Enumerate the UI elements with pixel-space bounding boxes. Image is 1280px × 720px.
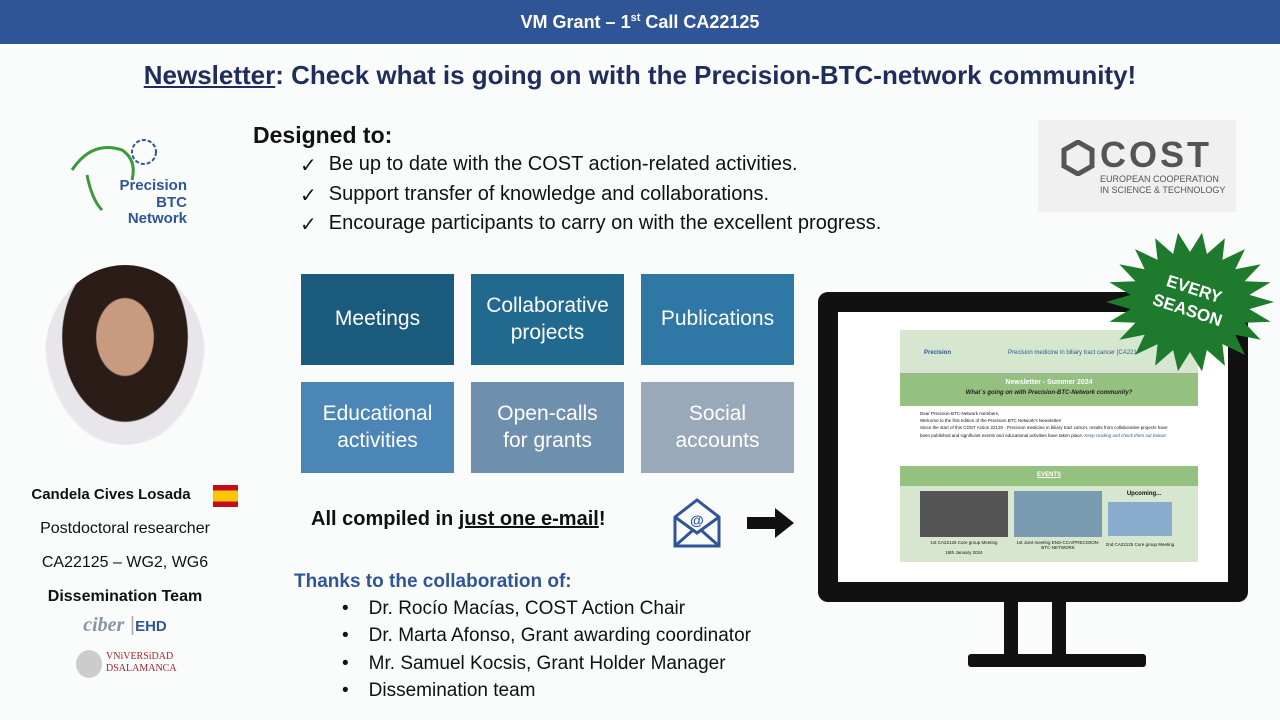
- spain-flag-icon: [213, 485, 238, 507]
- check-icon: ✓: [300, 214, 317, 236]
- compiled-text: All compiled in just one e-mail!: [311, 508, 606, 530]
- goal-item: ✓Encourage participants to carry on with…: [300, 212, 882, 236]
- title-bar: VM Grant – 1st Call CA22125: [0, 0, 1280, 44]
- person-role: Postdoctoral researcher: [40, 520, 210, 537]
- goal-item: ✓Be up to date with the COST action-rela…: [300, 153, 798, 177]
- title: VM Grant – 1st Call CA22125: [520, 11, 760, 32]
- profile-photo: [45, 265, 205, 445]
- svg-text:@: @: [690, 512, 704, 528]
- check-icon: ✓: [300, 155, 317, 177]
- headline: Newsletter: Check what is going on with …: [143, 60, 1137, 90]
- designed-heading: Designed to:: [253, 122, 393, 148]
- arrow-right-icon: [747, 508, 794, 538]
- ack-item: •Dr. Marta Afonso, Grant awarding coordi…: [342, 625, 751, 646]
- person-team: Dissemination Team: [47, 588, 203, 605]
- tile-publications: Publications: [641, 274, 794, 365]
- every-season-badge: EVERYSEASON: [1106, 232, 1274, 372]
- tile-meetings: Meetings: [301, 274, 454, 365]
- goal-item: ✓Support transfer of knowledge and colla…: [300, 183, 770, 207]
- usal-seal-icon: [76, 650, 102, 678]
- ack-item: •Dissemination team: [342, 680, 536, 701]
- tile-social-accounts: Social accounts: [641, 382, 794, 473]
- newsletter-preview: Precision Precision medicine in biliary …: [900, 330, 1198, 562]
- ack-item: •Mr. Samuel Kocsis, Grant Holder Manager: [342, 653, 726, 674]
- person-name: Candela Cives Losada: [31, 486, 191, 503]
- tile-collaborative-projects: Collaborative projects: [471, 274, 624, 365]
- ciber-ehd-logo: ciber |EHD: [83, 614, 167, 636]
- thanks-heading: Thanks to the collaboration of:: [294, 571, 572, 592]
- tile-educational-activities: Educational activities: [301, 382, 454, 473]
- tile-open-calls: Open-calls for grants: [471, 382, 624, 473]
- email-icon: @: [673, 498, 721, 548]
- check-icon: ✓: [300, 185, 317, 207]
- ack-item: •Dr. Rocío Macías, COST Action Chair: [342, 598, 686, 619]
- person-group: CA22125 – WG2, WG6: [41, 554, 209, 571]
